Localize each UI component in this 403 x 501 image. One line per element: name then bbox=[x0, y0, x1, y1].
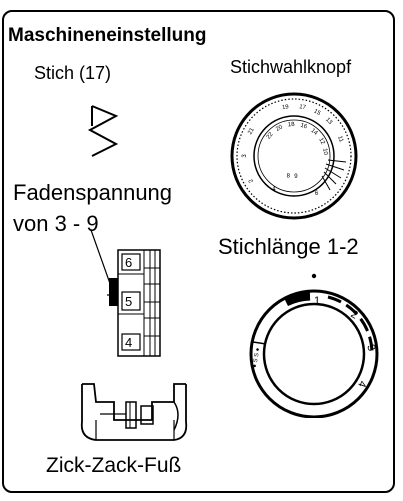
selector-dial-number: 20 bbox=[275, 124, 284, 133]
selector-dial-number: 12 bbox=[317, 137, 326, 146]
selector-dial-number: 11 bbox=[336, 135, 344, 144]
selector-dial-number: 6 bbox=[315, 191, 319, 197]
length-number: 4 bbox=[355, 379, 368, 389]
selector-dial-number: 17 bbox=[299, 104, 307, 111]
selector-dial-number: 9 bbox=[294, 174, 298, 180]
selector-dial-number: 21 bbox=[247, 127, 256, 136]
selector-dial-number: 18 bbox=[288, 122, 296, 129]
selector-dial-number: 22 bbox=[266, 131, 275, 140]
selector-dial-number: 15 bbox=[313, 108, 322, 117]
zigzag-stitch-icon bbox=[87, 105, 119, 157]
selector-dial-number: 13 bbox=[324, 117, 333, 126]
settings-card bbox=[2, 10, 395, 493]
svg-text:● S S ●: ● S S ● bbox=[252, 347, 261, 368]
stitch-length-dial: 1 2 3 4 ● S S ● bbox=[249, 273, 379, 418]
tension-range-label: von 3 - 9 bbox=[13, 211, 99, 236]
length-number: 3 bbox=[364, 343, 377, 353]
tension-label: Fadenspannung bbox=[13, 180, 173, 205]
tension-number: 5 bbox=[125, 294, 132, 309]
selector-label: Stichwahlknopf bbox=[230, 57, 352, 77]
length-number: 2 bbox=[349, 308, 360, 321]
selector-dial-number: 8 bbox=[287, 173, 291, 179]
selector-dial-number: 10 bbox=[321, 148, 328, 156]
selector-dial-number: 19 bbox=[282, 104, 290, 111]
selector-dial-number: 3 bbox=[242, 154, 248, 158]
zigzag-foot-icon bbox=[80, 383, 188, 441]
length-number: 1 bbox=[314, 295, 320, 307]
page-title: Maschineneinstellung bbox=[8, 25, 207, 46]
tension-number: 4 bbox=[125, 335, 132, 350]
tension-dial: 6 5 4 bbox=[90, 229, 161, 357]
stitch-length-label: Stichlänge 1-2 bbox=[218, 234, 359, 259]
stitch-label: Stich (17) bbox=[34, 63, 112, 83]
foot-label: Zick-Zack-Fuß bbox=[46, 454, 182, 477]
selector-dial-number: 14 bbox=[309, 128, 318, 137]
selector-dial-number: 16 bbox=[300, 123, 309, 131]
selector-dial-number: 2 bbox=[248, 177, 255, 183]
selector-dial-number: 4 bbox=[272, 187, 276, 193]
tension-number: 6 bbox=[125, 255, 132, 270]
